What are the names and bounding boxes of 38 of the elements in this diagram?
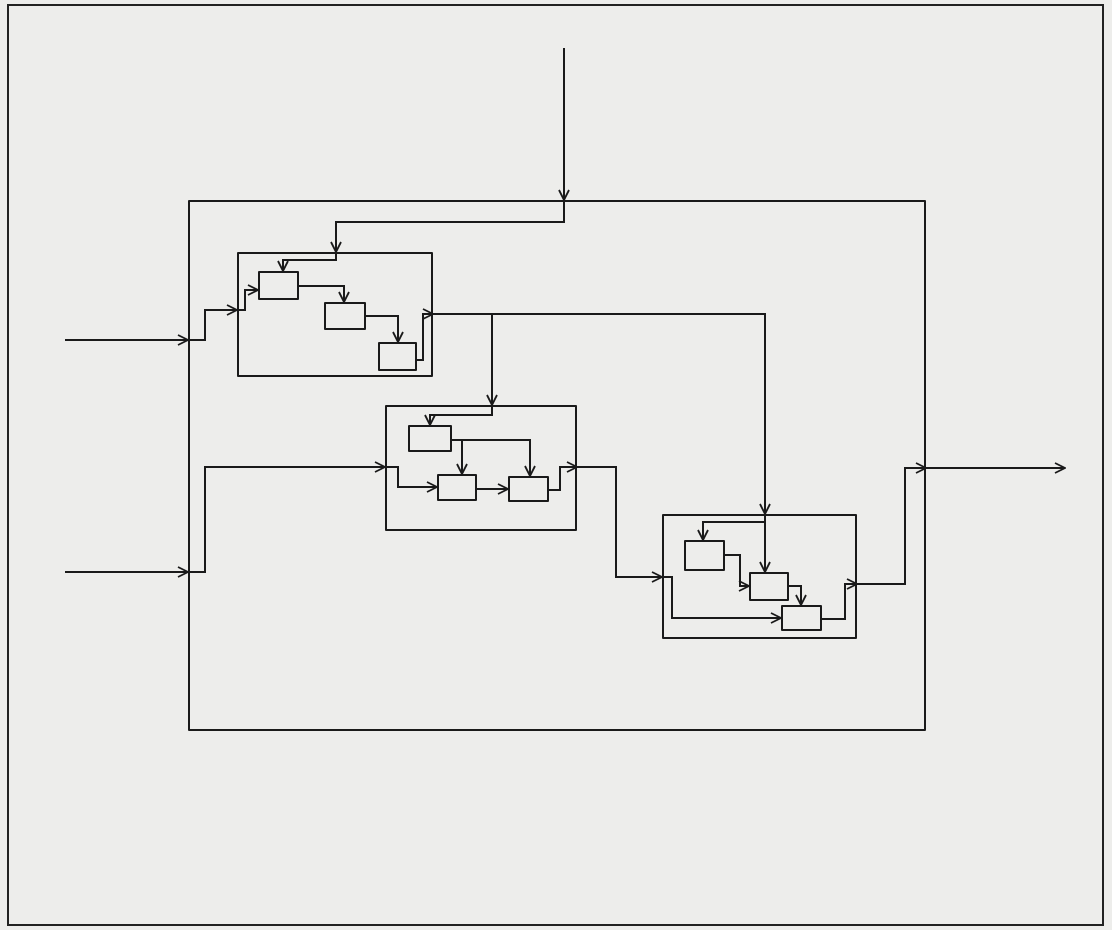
- connector-arrow: [236, 284, 259, 311]
- connector-arrow: [788, 585, 807, 606]
- process-box: [684, 540, 725, 571]
- connector-arrow: [432, 313, 771, 515]
- connector-arrow: [384, 466, 438, 493]
- process-box: [781, 605, 822, 631]
- connector-arrow: [416, 308, 434, 361]
- process-box: [258, 271, 299, 300]
- subsystem-box: [662, 514, 857, 639]
- connector-arrow: [821, 578, 858, 620]
- connector-arrow: [548, 461, 578, 491]
- connector-arrow: [64, 566, 189, 578]
- subsystem-box: [385, 405, 577, 531]
- process-box: [408, 425, 452, 452]
- connector-arrow: [277, 251, 337, 272]
- process-box: [324, 302, 366, 330]
- process-box: [437, 474, 477, 501]
- connector-arrow: [476, 483, 509, 495]
- connector-arrow: [330, 199, 565, 253]
- connector-arrow: [187, 461, 386, 573]
- process-box: [378, 342, 417, 371]
- connector-arrow: [856, 462, 927, 585]
- connector-arrow: [64, 334, 189, 346]
- connector-arrow: [759, 513, 771, 573]
- subsystem-box: [237, 252, 433, 377]
- connector-arrow: [187, 304, 238, 341]
- connector-arrow: [424, 404, 493, 426]
- connector-arrow: [558, 47, 570, 201]
- process-box: [749, 572, 789, 601]
- connector-arrow: [925, 462, 1066, 474]
- system-box: [188, 200, 926, 731]
- connector-arrow: [661, 576, 782, 624]
- connector-arrow: [365, 315, 404, 343]
- connector-arrow: [451, 439, 536, 477]
- connector-arrow: [724, 554, 750, 592]
- connector-arrow: [576, 466, 663, 583]
- connector-arrow: [298, 285, 350, 303]
- process-box: [508, 476, 549, 502]
